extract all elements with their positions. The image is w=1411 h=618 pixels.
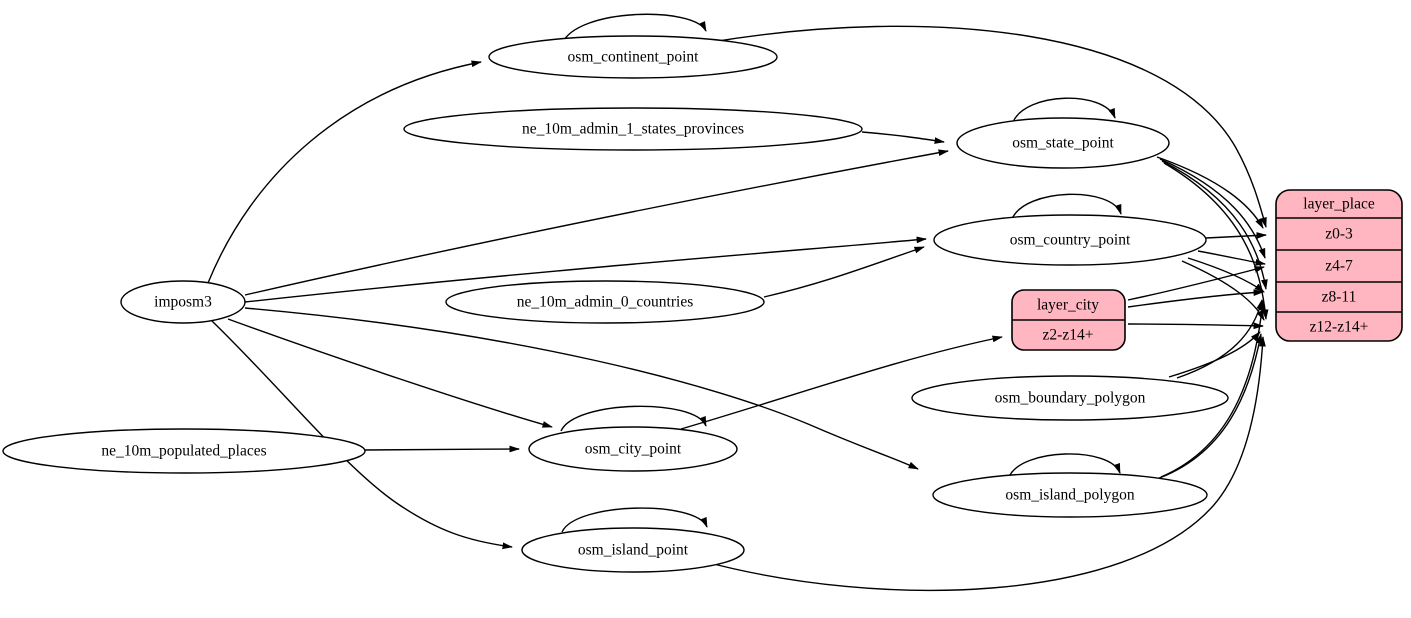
node-layer_place: layer_place z0-3 z4-7 z8-11 z12-z14+ xyxy=(1275,189,1403,342)
node-ne_10m_admin_0_countries: ne_10m_admin_0_countries xyxy=(445,280,765,324)
edge-self-osm_city_point xyxy=(560,405,707,432)
edge-osm_country_point-layer_place-z4-7 xyxy=(1197,250,1266,266)
edge-osm_boundary_polygon-layer_place-z8-11 xyxy=(1176,299,1263,379)
edge-imposm3-osm_continent_point xyxy=(207,60,482,284)
node-ne_10m_populated_places-shape xyxy=(2,428,366,474)
node-ne_10m_admin_1_states_provinces-label: ne_10m_admin_1_states_provinces xyxy=(522,121,744,138)
node-osm_island_point: osm_island_point xyxy=(521,527,745,573)
edge-osm_island_point-layer_place-z12-z14 xyxy=(705,336,1266,592)
node-osm_island_polygon-shape xyxy=(932,472,1208,518)
edge-osm_country_point-layer_place-z0-3 xyxy=(1205,232,1267,239)
node-imposm3-label: imposm3 xyxy=(154,294,212,311)
node-osm_country_point-label: osm_country_point xyxy=(1010,232,1131,249)
node-osm_city_point: osm_city_point xyxy=(528,426,738,472)
edge-osm_island_polygon-layer_place-z8-11 xyxy=(1160,300,1266,478)
edge-ne_10m_populated_places-osm_city_point xyxy=(364,445,520,453)
node-osm_continent_point: osm_continent_point xyxy=(488,35,778,79)
node-layer_city-title: layer_city xyxy=(1037,297,1099,314)
node-osm_boundary_polygon-shape xyxy=(911,375,1229,421)
node-osm_island_point-label: osm_island_point xyxy=(578,542,689,559)
node-osm_island_polygon-label: osm_island_polygon xyxy=(1005,487,1134,504)
edge-osm_continent_point-layer_place-z0-3 xyxy=(711,25,1267,228)
node-osm_state_point-shape xyxy=(956,117,1170,169)
node-osm_city_point-label: osm_city_point xyxy=(585,441,682,458)
layer_place-row-z8-11: z8-11 xyxy=(1322,289,1357,306)
node-ne_10m_admin_1_states_provinces: ne_10m_admin_1_states_provinces xyxy=(403,107,863,151)
node-ne_10m_populated_places-label: ne_10m_populated_places xyxy=(101,443,266,460)
edge-imposm3-osm_island_point xyxy=(211,320,513,550)
edge-layer_city-layer_place-z4-7 xyxy=(1127,266,1265,301)
edge-layer_city-layer_place-z12-z14 xyxy=(1127,322,1264,330)
node-layer_place-title: layer_place xyxy=(1303,196,1375,213)
edge-imposm3-osm_country_point xyxy=(244,236,927,303)
edge-osm_island_polygon-layer_place-z12-z14 xyxy=(1153,333,1263,481)
edge-ne_10m_admin_1_states_provinces-osm_state_point xyxy=(861,131,945,144)
edge-self-osm_continent_point xyxy=(561,13,707,45)
edge-self-osm_island_point xyxy=(561,507,708,533)
node-ne_10m_admin_1_states_provinces-shape xyxy=(403,107,863,151)
node-osm_continent_point-label: osm_continent_point xyxy=(568,49,700,66)
edge-imposm3-osm_city_point xyxy=(227,318,553,428)
edge-osm_state_point-layer_place-z0-3 xyxy=(1156,156,1264,229)
node-layer_city: layer_city z2-z14+ xyxy=(1011,289,1126,351)
node-osm_island_point-shape xyxy=(521,527,745,573)
edge-osm_state_point-layer_place-z8-11 xyxy=(1161,160,1268,290)
node-osm_state_point-label: osm_state_point xyxy=(1012,135,1114,152)
node-layer_place-shape xyxy=(1275,189,1403,342)
node-osm_island_polygon: osm_island_polygon xyxy=(932,472,1208,518)
node-osm_city_point-shape xyxy=(528,426,738,472)
layer_place-row-z12-z14: z12-z14+ xyxy=(1310,319,1369,336)
edge-self-osm_island_polygon xyxy=(1008,453,1121,478)
edge-ne_10m_admin_0_countries-osm_country_point xyxy=(763,246,925,298)
edges-group xyxy=(207,13,1269,592)
edge-osm_boundary_polygon-layer_place-z12-z14 xyxy=(1168,331,1261,378)
edge-self-osm_country_point xyxy=(1011,193,1122,220)
layer_place-row-z0-3: z0-3 xyxy=(1325,226,1353,243)
node-osm_state_point: osm_state_point xyxy=(956,117,1170,169)
node-ne_10m_admin_0_countries-shape xyxy=(445,280,765,324)
edge-osm_country_point-layer_place-z8-11 xyxy=(1187,257,1265,293)
node-osm_boundary_polygon-label: osm_boundary_polygon xyxy=(995,390,1146,407)
node-osm_continent_point-shape xyxy=(488,35,778,79)
node-imposm3: imposm3 xyxy=(120,280,246,324)
edge-osm_city_point-layer_city-z2-z14 xyxy=(680,335,1003,430)
node-osm_boundary_polygon: osm_boundary_polygon xyxy=(911,375,1229,421)
node-ne_10m_populated_places: ne_10m_populated_places xyxy=(2,428,366,474)
node-imposm3-shape xyxy=(120,280,246,324)
node-ne_10m_admin_0_countries-label: ne_10m_admin_0_countries xyxy=(517,294,694,311)
edge-self-osm_state_point xyxy=(1012,97,1116,123)
layer_place-row-z4-7: z4-7 xyxy=(1325,258,1353,275)
edge-layer_city-layer_place-z8-11 xyxy=(1127,289,1264,308)
node-osm_country_point-shape xyxy=(933,214,1207,266)
edge-imposm3-osm_state_point xyxy=(244,149,949,296)
edge-imposm3-osm_island_polygon xyxy=(244,307,919,470)
edge-osm_state_point-layer_place-z4-7 xyxy=(1159,158,1266,259)
node-osm_country_point: osm_country_point xyxy=(933,214,1207,266)
layer_city-row-z2-z14: z2-z14+ xyxy=(1043,327,1094,344)
